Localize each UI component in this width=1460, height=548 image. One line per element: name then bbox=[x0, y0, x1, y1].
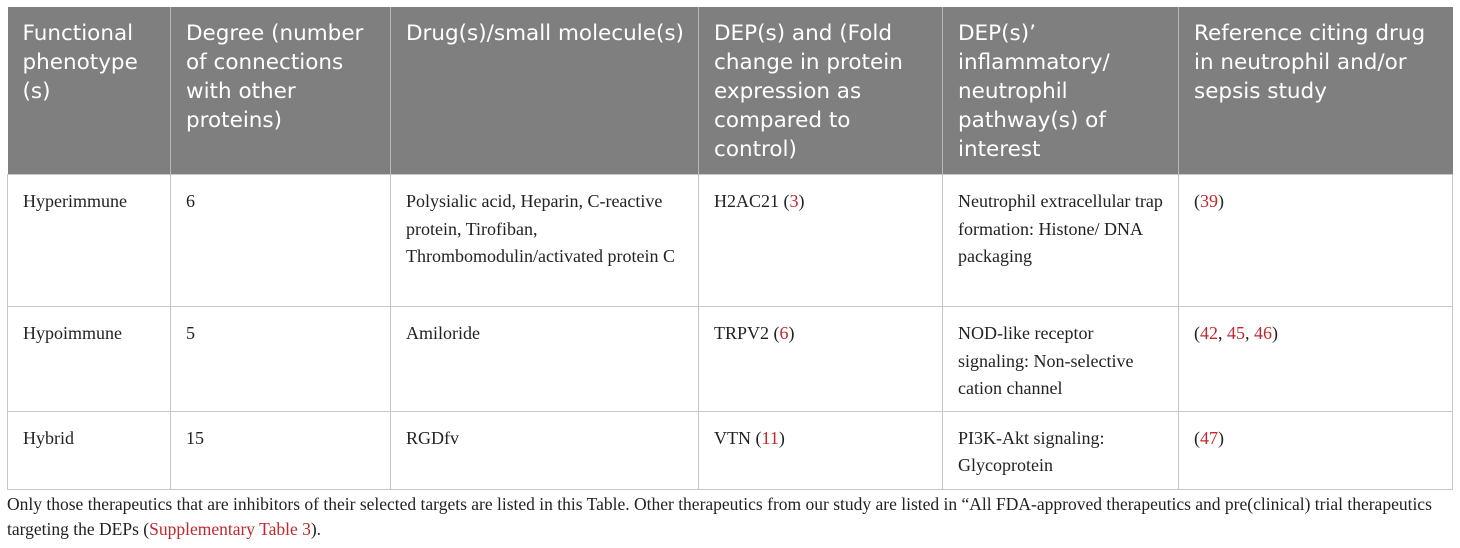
phenotype-cell: Hypoimmune bbox=[7, 306, 171, 412]
drugs-cell: Polysialic acid, Heparin, C-reactive pro… bbox=[390, 174, 699, 307]
degree-cell: 6 bbox=[170, 174, 391, 307]
footnote-end: ). bbox=[310, 519, 322, 539]
column-header-drugs: Drug(s)/small molecule(s) bbox=[390, 7, 699, 175]
table-row: Hybrid 15 RGDfv VTN (11) PI3K-Akt signal… bbox=[7, 410, 1453, 490]
footnote-text: Only those therapeutics that are inhibit… bbox=[7, 494, 1432, 539]
fold-change-link[interactable]: 6 bbox=[779, 323, 789, 343]
table-footnote: Only those therapeutics that are inhibit… bbox=[7, 492, 1453, 542]
column-header-pathway: DEP(s)’ inflammatory/ neutrophil pathway… bbox=[942, 7, 1179, 175]
reference-link[interactable]: 39 bbox=[1200, 191, 1218, 211]
dep-cell: TRPV2 (6) bbox=[698, 306, 943, 412]
fold-change-link[interactable]: 11 bbox=[761, 427, 779, 448]
degree-cell: 5 bbox=[170, 306, 391, 412]
drug-target-table: Functional phenotype (s) Degree (number … bbox=[7, 7, 1453, 490]
fold-change-link[interactable]: 3 bbox=[789, 191, 799, 211]
pathway-cell: Neutrophil extracellular trap formation:… bbox=[942, 174, 1179, 307]
dep-cell: VTN (11) bbox=[698, 410, 943, 490]
degree-cell: 15 bbox=[170, 410, 391, 490]
supplementary-table-link[interactable]: Supplementary Table 3 bbox=[149, 519, 311, 539]
phenotype-cell: Hybrid bbox=[7, 410, 171, 490]
dep-name: TRPV2 bbox=[714, 323, 770, 343]
table-body: Hyperimmune 6 Polysialic acid, Heparin, … bbox=[7, 174, 1453, 490]
header-row: Functional phenotype (s) Degree (number … bbox=[7, 7, 1453, 175]
reference-cell: (39) bbox=[1178, 174, 1453, 307]
reference-link[interactable]: 47 bbox=[1200, 427, 1218, 448]
dep-cell: H2AC21 (3) bbox=[698, 174, 943, 307]
reference-link[interactable]: 42 bbox=[1200, 323, 1218, 343]
drugs-cell: RGDfv bbox=[390, 410, 699, 490]
table-header: Functional phenotype (s) Degree (number … bbox=[7, 7, 1453, 175]
reference-cell: (42, 45, 46) bbox=[1178, 306, 1453, 412]
column-header-dep-fold-change: DEP(s) and (Fold change in protein expre… bbox=[698, 7, 943, 175]
pathway-cell: NOD-like receptor signaling: Non-selecti… bbox=[942, 306, 1179, 412]
dep-name: VTN bbox=[714, 427, 751, 448]
reference-link[interactable]: 45 bbox=[1227, 323, 1245, 343]
pathway-cell: PI3K-Akt signaling: Glycoprotein bbox=[942, 410, 1179, 490]
reference-cell: (47) bbox=[1178, 410, 1453, 490]
table-row: Hypoimmune 5 Amiloride TRPV2 (6) NOD-lik… bbox=[7, 306, 1453, 412]
table-row: Hyperimmune 6 Polysialic acid, Heparin, … bbox=[7, 174, 1453, 307]
dep-name: H2AC21 bbox=[714, 191, 780, 211]
reference-link[interactable]: 46 bbox=[1254, 323, 1272, 343]
column-header-phenotype: Functional phenotype (s) bbox=[7, 7, 171, 175]
drugs-cell: Amiloride bbox=[390, 306, 699, 412]
phenotype-cell: Hyperimmune bbox=[7, 174, 171, 307]
column-header-degree: Degree (number of connections with other… bbox=[170, 7, 391, 175]
column-header-reference: Reference citing drug in neutrophil and/… bbox=[1178, 7, 1453, 175]
